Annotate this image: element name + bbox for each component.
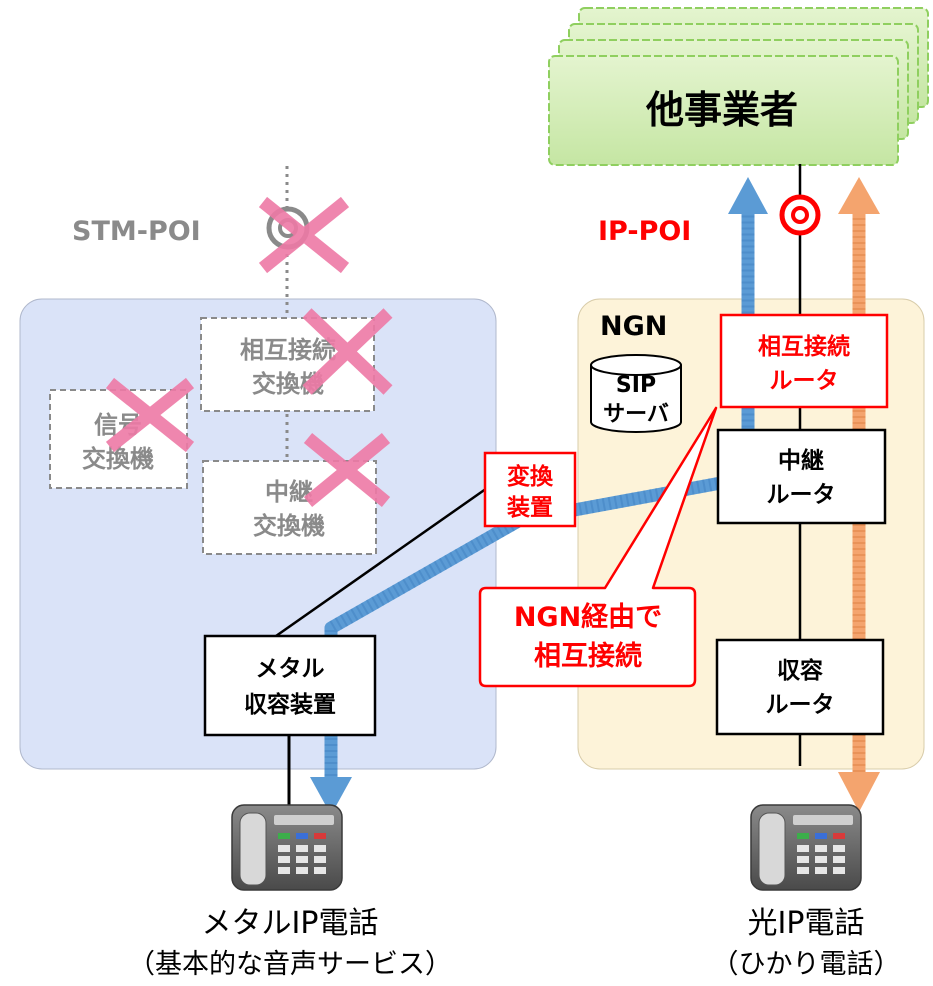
other-carriers-label: 他事業者 — [645, 88, 798, 132]
sip-server-line2: サーバ — [603, 402, 669, 427]
interconnect-switch-box: 相互接続 交換機 — [200, 317, 375, 412]
metal-phone-icon — [231, 804, 343, 891]
ngn-callout-bubble: NGN経由で 相互接続 — [478, 406, 718, 688]
optical-phone-sublabel: （ひかり電話） — [712, 949, 901, 980]
callout-line2: 相互接続 — [534, 641, 642, 672]
optical-phone-label: 光IP電話 — [748, 906, 865, 941]
stm-poi-label: STM-POI — [72, 216, 201, 247]
ip-poi-symbol — [779, 194, 821, 236]
other-carriers-stack: 他事業者 — [548, 7, 929, 166]
signal-switch-line2: 交換機 — [82, 445, 154, 473]
relay-switch-box: 中継 交換機 — [202, 460, 377, 555]
optical-phone-icon — [750, 804, 862, 891]
relay-router-box: 中継 ルータ — [716, 428, 887, 525]
ip-poi-label: IP-POI — [598, 216, 691, 247]
relay-switch-line1: 中継 — [265, 478, 313, 506]
interconnect-router-box: 相互接続 ルータ — [719, 313, 889, 409]
callout-line1: NGN経由で — [514, 601, 662, 633]
metal-access-line1: メタル — [256, 656, 325, 682]
metal-to-converter-line — [275, 484, 491, 638]
ngn-label: NGN — [600, 311, 667, 342]
metal-access-box: メタル 収容装置 — [203, 634, 377, 737]
access-router-box: 収容 ルータ — [715, 638, 885, 736]
interconnect-switch-line1: 相互接続 — [240, 336, 336, 364]
converter-line1: 変換 — [507, 463, 554, 490]
signal-switch-cross-icon — [105, 377, 195, 453]
interconnect-router-line1: 相互接続 — [758, 333, 850, 360]
converter-line2: 装置 — [507, 495, 553, 521]
sip-server-line1: SIP — [616, 373, 656, 398]
access-router-line1: 収容 — [777, 657, 823, 684]
stm-poi-cross-icon — [258, 196, 350, 274]
interconnect-switch-cross-icon — [302, 308, 393, 395]
metal-phone-sublabel: （基本的な音声サービス） — [128, 949, 452, 980]
relay-switch-cross-icon — [303, 432, 391, 508]
metal-phone-label: メタルIP電話 — [202, 906, 379, 941]
relay-switch-line2: 交換機 — [253, 512, 325, 540]
interconnect-router-line2: ルータ — [770, 368, 839, 394]
converter-box: 変換 装置 — [483, 451, 577, 528]
relay-router-line1: 中継 — [778, 447, 824, 474]
sip-server-cylinder: SIP サーバ — [590, 354, 682, 433]
access-router-line2: ルータ — [766, 692, 835, 718]
relay-router-line2: ルータ — [767, 482, 836, 508]
metal-access-line2: 収容装置 — [244, 691, 336, 718]
